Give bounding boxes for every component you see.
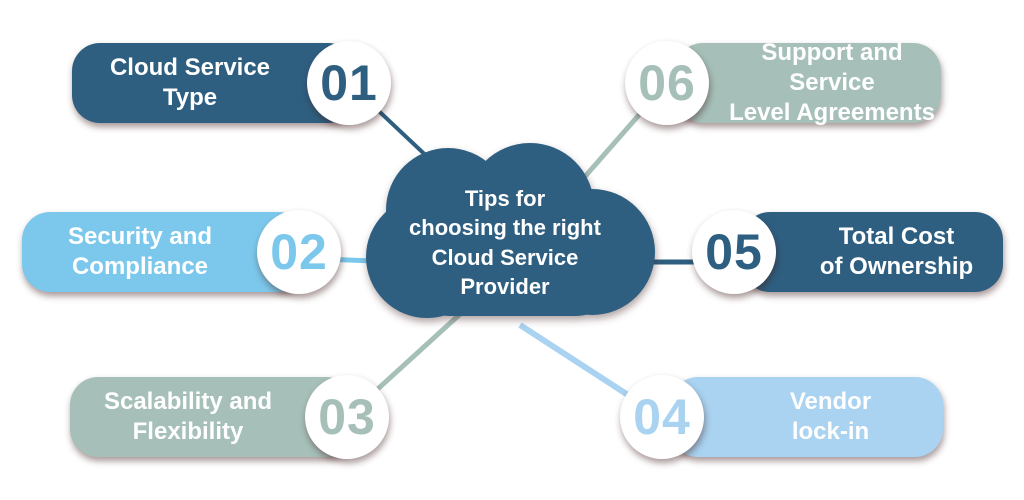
pill-label: Support and Service Level Agreements — [729, 39, 935, 126]
pill-total-cost-of-ownership: Total Cost of Ownership — [742, 212, 1003, 292]
pill-label: Cloud Service Type — [109, 54, 271, 111]
number-badge-06: 06 — [625, 41, 709, 125]
badge-number: 03 — [318, 389, 376, 445]
pill-label: Scalability and Flexibility — [103, 388, 273, 445]
pill-label: Total Cost of Ownership — [819, 223, 974, 280]
cloud-title: Tips for choosing the right Cloud Servic… — [409, 186, 601, 299]
number-badge-05: 05 — [692, 210, 776, 294]
number-badge-01: 01 — [307, 41, 391, 125]
pill-support-and-sla: Support and Service Level Agreements — [675, 39, 941, 126]
pill-label: Vendor lock-in — [789, 388, 872, 445]
pill-label: Security and Compliance — [67, 223, 213, 280]
badge-number: 06 — [638, 55, 696, 111]
badge-number: 01 — [320, 55, 378, 111]
number-badge-02: 02 — [257, 210, 341, 294]
number-badge-04: 04 — [620, 375, 704, 459]
cloud-shape — [366, 143, 655, 318]
badge-number: 02 — [270, 224, 328, 280]
pill-cloud-service-type: Cloud Service Type — [72, 43, 356, 123]
pill-vendor-lock-in: Vendor lock-in — [670, 377, 943, 457]
badge-number: 05 — [705, 224, 763, 280]
badge-number: 04 — [633, 389, 691, 445]
number-badge-03: 03 — [305, 375, 389, 459]
